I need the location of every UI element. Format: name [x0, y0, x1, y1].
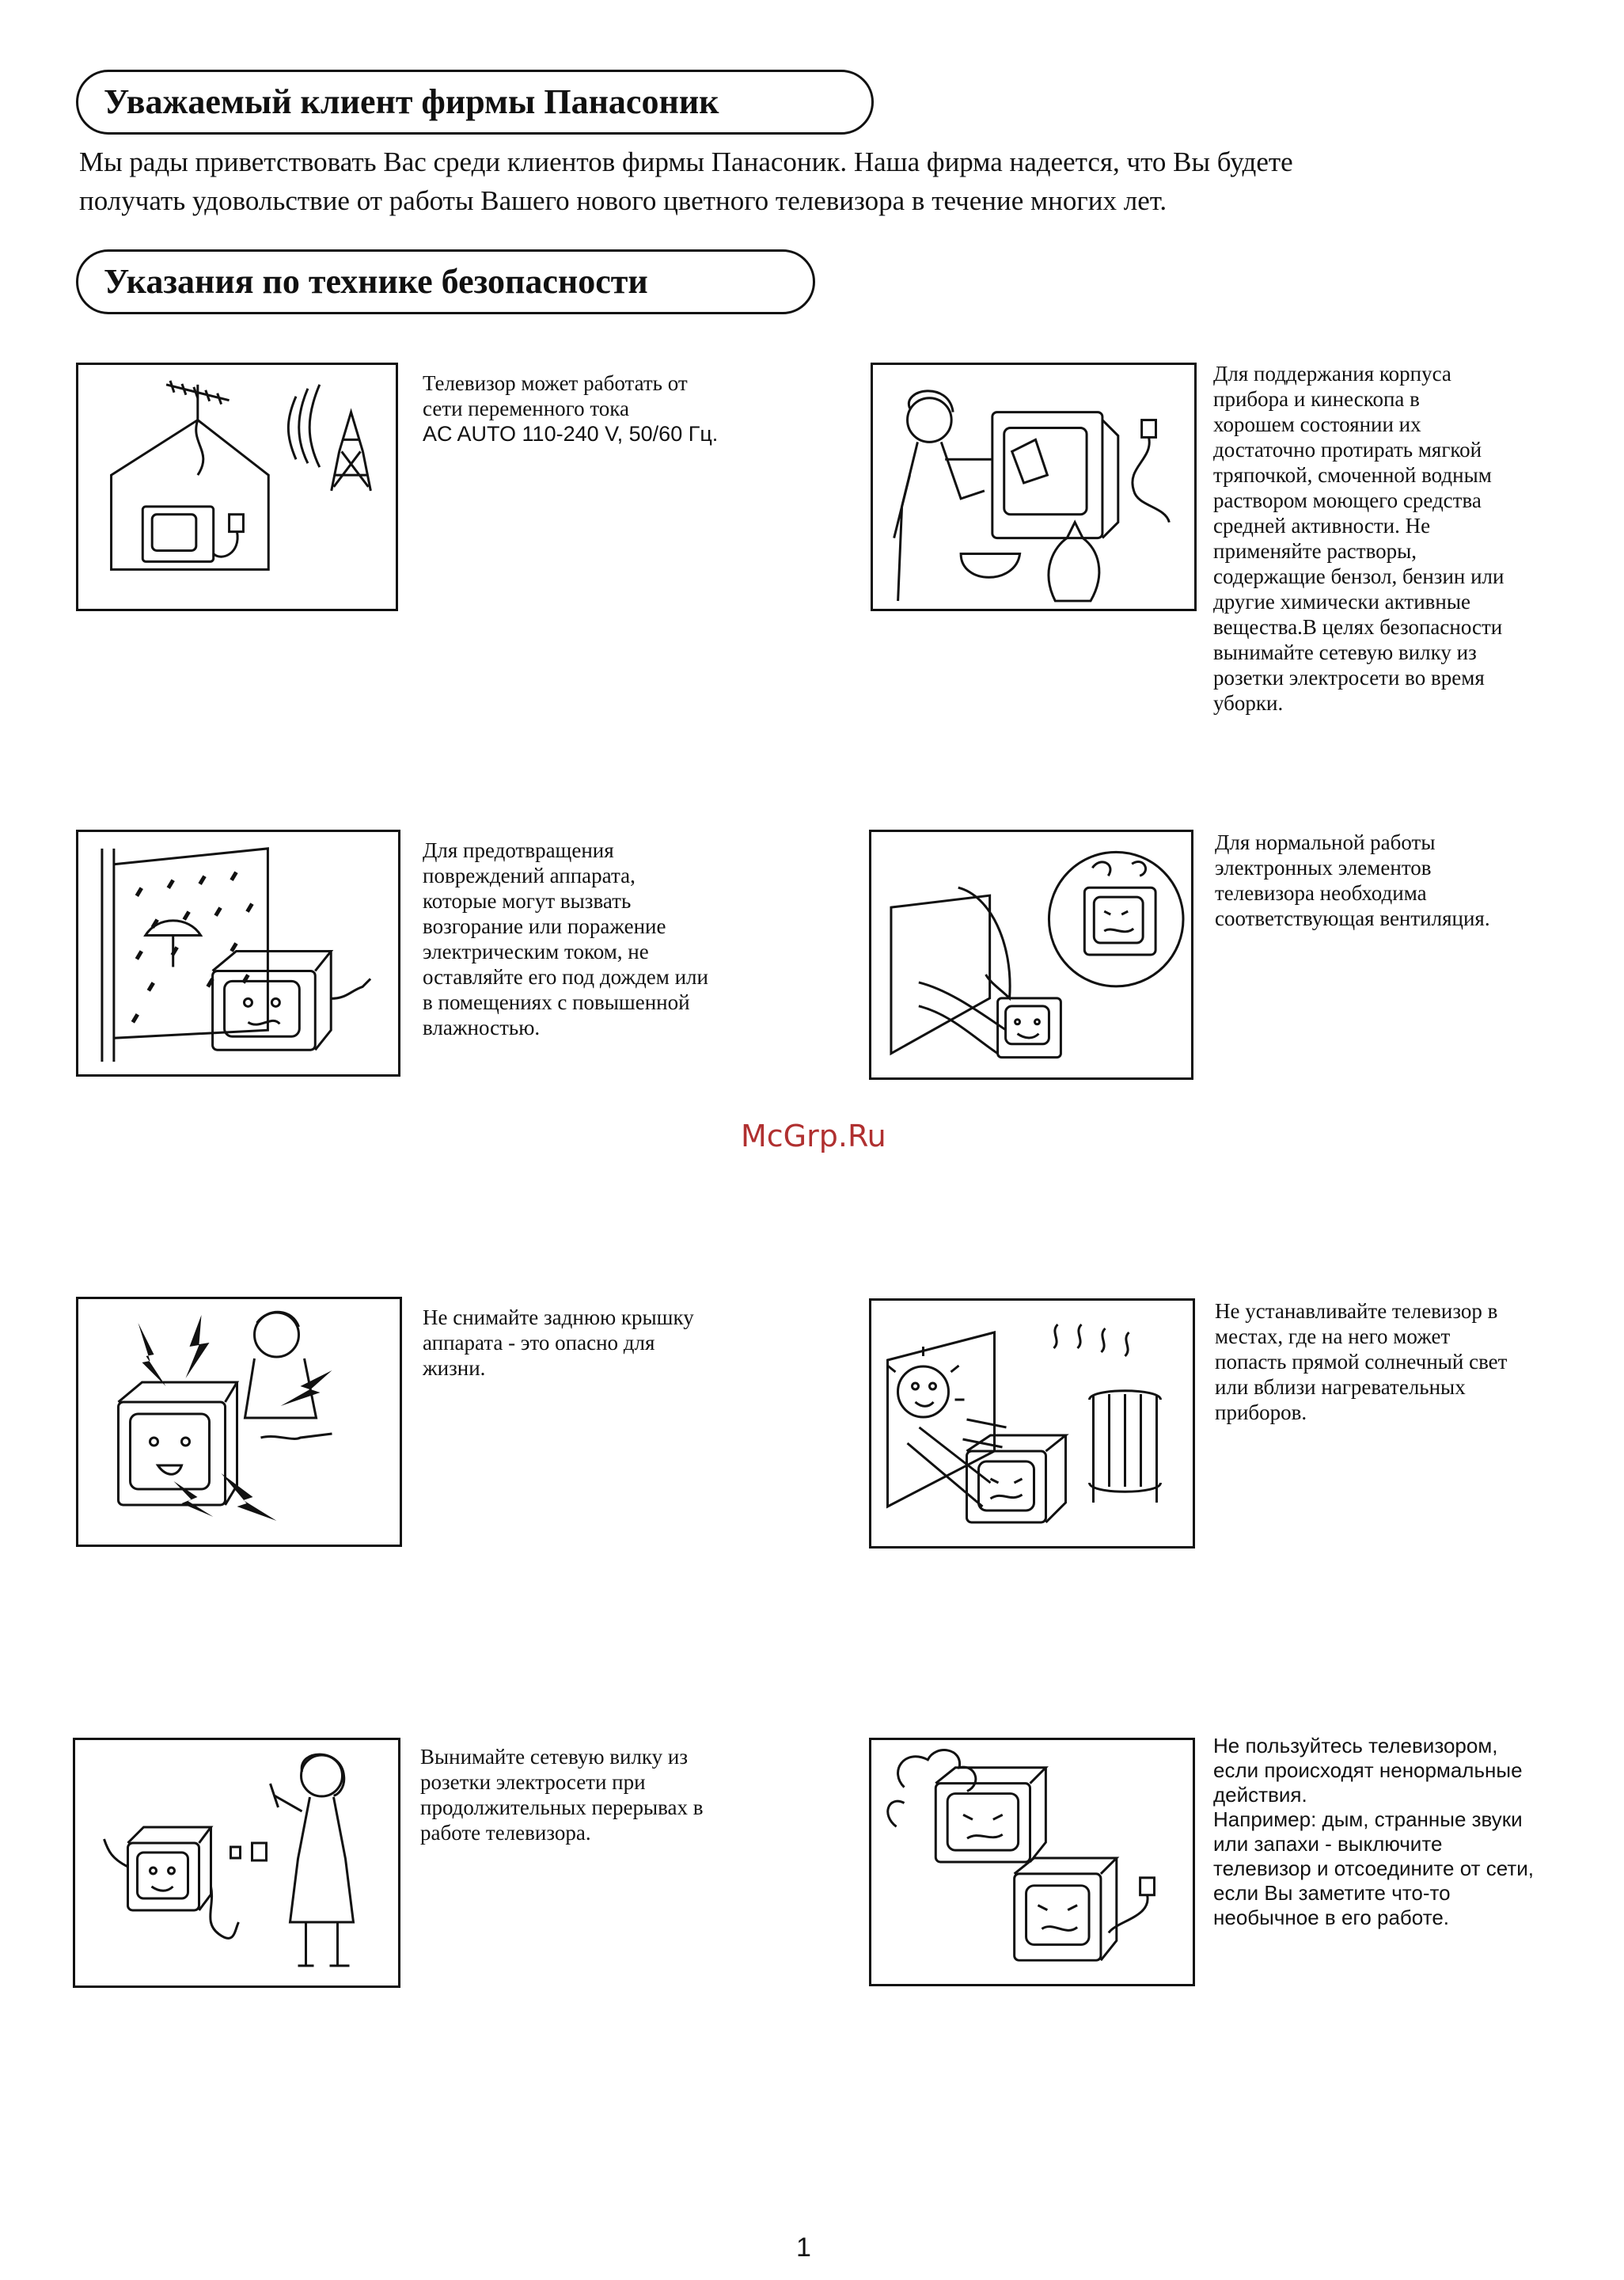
item-2-line-10: другие химически активные [1213, 590, 1470, 614]
item-6-line-4: или вблизи нагревательных [1215, 1375, 1466, 1399]
watermark: McGrp.Ru [741, 1119, 886, 1153]
house-antenna-icon [76, 363, 398, 611]
sun-heater-tv-icon [869, 1298, 1195, 1548]
item-8-line-5: или запахи - выключите [1213, 1832, 1443, 1856]
ventilation-tv-icon [869, 830, 1193, 1080]
item-8-line-3: действия. [1213, 1783, 1307, 1807]
heading-dear-customer: Уважаемый клиент фирмы Панасоник [76, 70, 874, 135]
item-7-line-4: работе телевизора. [420, 1821, 591, 1845]
item-5-line-3: жизни. [423, 1356, 486, 1380]
heading-safety-text: Указания по технике безопасности [104, 262, 648, 301]
item-3-line-5: электрическим током, не [423, 940, 649, 963]
item-3-line-1: Для предотвращения [423, 838, 614, 862]
page-number: 1 [796, 2232, 811, 2263]
item-3-line-3: которые могут вызвать [423, 889, 632, 913]
item-2-line-14: уборки. [1213, 691, 1284, 715]
item-4-line-4: соответствующая вентиляция. [1215, 906, 1490, 930]
item-1-text: Телевизор может работать от сети перемен… [423, 370, 763, 446]
item-2-line-5: тряпочкой, смоченной водным [1213, 463, 1492, 487]
item-8-line-7: если Вы заметите что-то [1213, 1881, 1451, 1905]
heading-dear-customer-text: Уважаемый клиент фирмы Панасоник [104, 82, 719, 121]
item-3-line-8: влажностью. [423, 1016, 541, 1039]
back-cover-shock-icon [76, 1297, 402, 1547]
item-4-line-3: телевизора необходима [1215, 881, 1427, 905]
item-7-line-3: продолжительных перерывах в [420, 1796, 704, 1819]
item-1-line-1: Телевизор может работать от [423, 371, 688, 395]
item-8-text: Не пользуйтесь телевизором, если происхо… [1213, 1734, 1593, 1930]
item-4-text: Для нормальной работы электронных элемен… [1215, 830, 1587, 931]
item-4-line-1: Для нормальной работы [1215, 830, 1436, 854]
item-2-line-11: вещества.В целях безопасности [1213, 615, 1503, 639]
intro-paragraph: Мы рады приветствовать Вас среди клиенто… [79, 142, 1520, 220]
item-6-line-5: приборов. [1215, 1400, 1307, 1424]
item-3-line-2: повреждений аппарата, [423, 864, 636, 887]
item-7-line-2: розетки электросети при [420, 1770, 646, 1794]
item-2-line-4: достаточно протирать мягкой [1213, 438, 1482, 462]
item-7-line-1: Вынимайте сетевую вилку из [420, 1745, 689, 1769]
item-2-line-2: прибора и кинескопа в [1213, 387, 1420, 411]
item-3-text: Для предотвращения повреждений аппарата,… [423, 838, 763, 1040]
rain-tv-icon [76, 830, 400, 1077]
item-2-line-8: применяйте растворы, [1213, 539, 1417, 563]
item-2-line-7: средней активности. Не [1213, 514, 1431, 538]
item-2-line-12: вынимайте сетевую вилку из [1213, 640, 1477, 664]
item-8-line-4: Например: дым, странные звуки [1213, 1807, 1523, 1831]
item-8-line-8: необычное в его работе. [1213, 1906, 1449, 1929]
smoking-tv-icon [869, 1738, 1195, 1986]
item-8-line-6: телевизор и отсоедините от сети, [1213, 1856, 1534, 1880]
intro-line-1: Мы рады приветствовать Вас среди клиенто… [79, 146, 1293, 177]
item-5-line-1: Не снимайте заднюю крышку [423, 1305, 694, 1329]
item-2-line-6: раствором моющего средства [1213, 488, 1482, 512]
item-2-line-1: Для поддержания корпуса [1213, 362, 1451, 386]
unplug-tv-icon [73, 1738, 400, 1988]
intro-line-2: получать удовольствие от работы Вашего н… [79, 185, 1167, 216]
item-2-line-3: хорошем состоянии их [1213, 412, 1421, 436]
item-3-line-7: в помещениях с повышенной [423, 990, 690, 1014]
item-6-line-3: попасть прямой солнечный свет [1215, 1350, 1508, 1374]
item-2-line-9: содержащие бензол, бензин или [1213, 564, 1504, 588]
item-8-line-2: если происходят ненормальные [1213, 1758, 1523, 1782]
item-4-line-2: электронных элементов [1215, 856, 1432, 880]
item-3-line-4: возгорание или поражение [423, 914, 666, 938]
item-1-line-2: сети переменного тока [423, 397, 629, 420]
cleaning-tv-icon [871, 363, 1197, 611]
item-1-line-3: AC AUTO 110-240 V, 50/60 Гц. [423, 422, 719, 446]
item-5-line-2: аппарата - это опасно для [423, 1331, 655, 1355]
item-8-line-1: Не пользуйтесь телевизором, [1213, 1734, 1498, 1758]
heading-safety: Указания по технике безопасности [76, 249, 815, 314]
item-3-line-6: оставляйте его под дождем или [423, 965, 708, 989]
item-6-line-2: местах, где на него может [1215, 1324, 1451, 1348]
item-2-line-13: розетки электросети во время [1213, 666, 1485, 690]
item-5-text: Не снимайте заднюю крышку аппарата - это… [423, 1305, 763, 1381]
item-7-text: Вынимайте сетевую вилку из розетки элект… [420, 1744, 761, 1845]
item-6-text: Не устанавливайте телевизор в местах, гд… [1215, 1298, 1587, 1425]
item-6-line-1: Не устанавливайте телевизор в [1215, 1299, 1498, 1323]
item-2-text: Для поддержания корпуса прибора и кинеск… [1213, 361, 1585, 716]
